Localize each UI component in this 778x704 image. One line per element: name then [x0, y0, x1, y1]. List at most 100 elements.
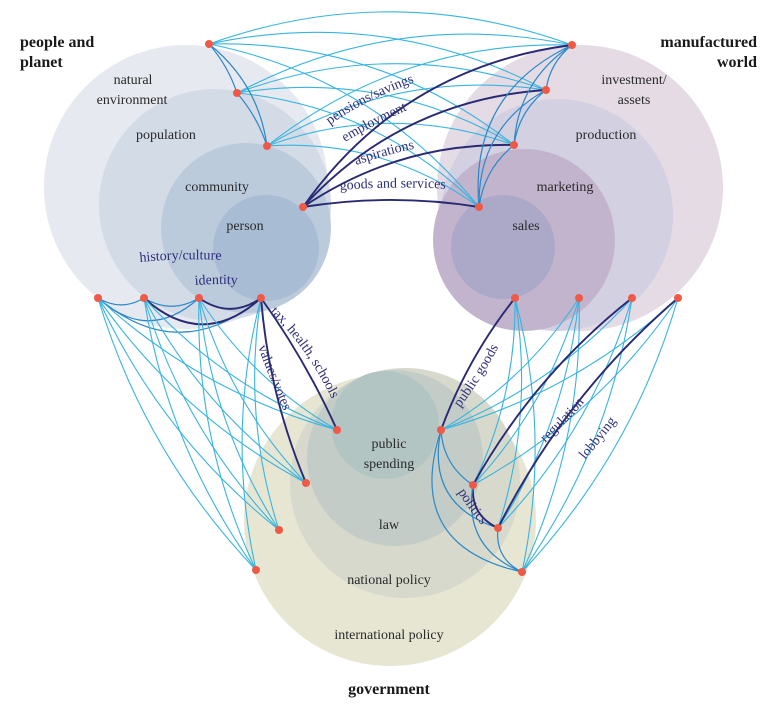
ring-person — [213, 195, 319, 301]
label-regulation: regulation — [538, 395, 588, 446]
edge-ppA-mwB — [208, 31, 547, 91]
edge-pb2-pb3 — [143, 297, 200, 307]
label-marketing: marketing — [537, 180, 594, 195]
edge-mwC-mwD — [478, 144, 515, 208]
node-gr1 — [437, 426, 445, 434]
node-mwB — [542, 86, 550, 94]
edge-mb2-gr4 — [521, 297, 580, 573]
edge-mwA-mwC — [513, 44, 573, 146]
edge-mb1-gr3 — [497, 297, 523, 529]
edge-pb3-gl1 — [198, 297, 338, 431]
edge-ppA-ppC — [208, 43, 268, 147]
edge-tax-health-schools — [260, 297, 338, 431]
edge-gr3-gr4 — [497, 527, 523, 573]
edge-ppA-mwD — [208, 43, 480, 208]
node-mb3 — [628, 294, 636, 302]
edge-pb3-gl2 — [198, 297, 307, 484]
edge-pb2-gl3 — [143, 297, 280, 531]
ring-public-spending — [331, 371, 439, 479]
label-history-culture: history/culture — [139, 248, 222, 266]
edge-ppB-mwC — [236, 86, 515, 146]
node-ppD — [299, 203, 307, 211]
edge-pb3-gl4 — [198, 297, 257, 571]
edge-ppB-ppC — [236, 92, 268, 147]
node-pb3 — [195, 294, 203, 302]
title-manufactured-world-line1: manufactured — [660, 34, 757, 51]
edge-mb3-gr1 — [440, 297, 633, 431]
edge-pb2-gl2 — [143, 297, 307, 484]
nodes — [94, 40, 682, 576]
node-mwC — [510, 141, 518, 149]
title-government: government — [348, 681, 430, 698]
title-manufactured-world-line2: world — [717, 54, 757, 71]
edge-ppA-mwA — [208, 11, 573, 46]
ring-sales — [451, 195, 555, 299]
edge-ppB-mwD — [236, 92, 480, 208]
edge-pb1-gl1 — [97, 297, 338, 431]
manufactured-world-system — [433, 45, 723, 331]
node-gl1 — [333, 426, 341, 434]
node-mwA — [568, 41, 576, 49]
edge-ppA-ppB — [208, 43, 238, 94]
label-law: law — [379, 518, 400, 533]
label-aspirations: aspirations — [353, 138, 416, 169]
node-gr4 — [518, 568, 526, 576]
edge-ppC-mwA — [266, 44, 573, 147]
node-gr2 — [469, 481, 477, 489]
ring-labels: natural environment population community… — [97, 73, 667, 643]
edge-lobbying — [497, 297, 679, 529]
title-people-and-planet-line1: people and — [20, 34, 94, 51]
label-assets: assets — [618, 93, 651, 108]
government-system — [244, 368, 536, 666]
edge-gr1-gr3 — [437, 429, 499, 529]
node-mb1 — [511, 294, 519, 302]
edge-pb4-gl4 — [241, 297, 262, 571]
label-person: person — [226, 219, 263, 234]
edge-ppB-mwA — [236, 33, 573, 94]
label-community: community — [185, 180, 249, 195]
edge-pb2-gl4 — [143, 297, 257, 571]
label-natural: natural — [114, 73, 153, 88]
edges — [97, 11, 679, 573]
edge-pb2-gl1 — [143, 297, 338, 431]
node-pb1 — [94, 294, 102, 302]
edge-ppC-mwB — [266, 84, 547, 147]
edge-pb1-gl2 — [97, 297, 307, 484]
node-ppB — [233, 89, 241, 97]
system-titles: people and planet manufactured world gov… — [20, 34, 757, 698]
edge-goods-and-services — [302, 199, 480, 208]
node-mb2 — [575, 294, 583, 302]
node-ppA — [205, 40, 213, 48]
label-values-votes: values/votes — [254, 343, 294, 413]
edge-ppC-mwD — [266, 144, 480, 208]
edge-pb1-pb2 — [97, 297, 145, 306]
node-mwD — [475, 203, 483, 211]
node-pb2 — [140, 294, 148, 302]
edge-aspirations — [302, 143, 515, 208]
edge-gr1-gr2 — [440, 429, 474, 486]
edge-employment — [302, 89, 547, 208]
label-national-policy: national policy — [347, 573, 431, 588]
label-population: population — [136, 128, 196, 143]
label-public: public — [372, 437, 407, 452]
label-environment: environment — [97, 93, 168, 108]
edge-ppA-mwC — [208, 43, 515, 146]
edge-gr1-gr4 — [431, 429, 523, 573]
label-identity: identity — [194, 273, 238, 289]
edge-public-goods — [440, 297, 516, 431]
edge-mb2-gr1 — [440, 297, 580, 431]
edge-mb3-gr3 — [497, 297, 633, 529]
title-people-and-planet-line2: planet — [20, 54, 63, 71]
edge-pensions-savings — [302, 44, 573, 208]
edge-ppB-mwB — [236, 63, 547, 94]
edge-identity — [198, 297, 262, 310]
label-goods-and-services: goods and services — [339, 176, 446, 193]
label-sales: sales — [512, 219, 539, 234]
edge-mwB-mwD — [478, 89, 547, 208]
edge-mb4-gr2 — [472, 297, 679, 486]
label-lobbying: lobbying — [577, 414, 620, 462]
edge-pb4-gl3 — [254, 297, 280, 531]
edge-mb1-gr4 — [514, 297, 536, 573]
label-international-policy: international policy — [334, 628, 443, 643]
